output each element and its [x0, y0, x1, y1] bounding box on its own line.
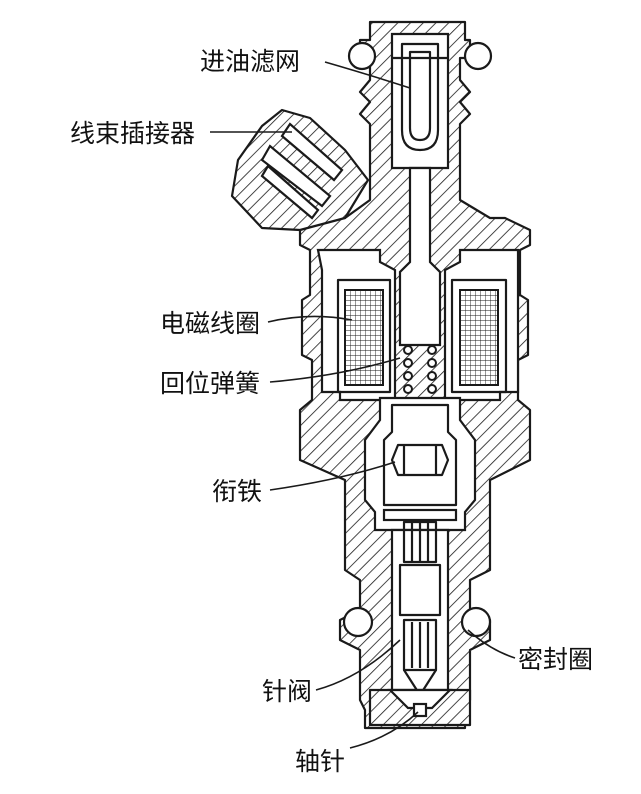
label-needle-valve: 针阀: [262, 677, 312, 706]
armature: [382, 403, 458, 522]
nozzle-tip: [368, 688, 472, 727]
injector-housing: [230, 20, 532, 730]
leader-lines: [210, 61, 516, 749]
label-pintle: 轴针: [295, 747, 345, 776]
label-return-spring: 回位弹簧: [160, 369, 260, 398]
needle-valve: [398, 520, 442, 697]
top-seal-left: [347, 41, 377, 71]
bottom-seal-left: [342, 606, 374, 638]
top-seal-right: [463, 41, 493, 71]
inlet-filter: [392, 42, 448, 152]
label-connector: 线束插接器: [70, 119, 195, 148]
label-seal-ring: 密封圈: [518, 645, 593, 674]
return-spring: [403, 345, 437, 394]
bottom-seal-right: [460, 606, 492, 638]
label-inlet-filter: 进油滤网: [200, 47, 300, 76]
label-coil: 电磁线圈: [160, 309, 260, 338]
label-armature: 衔铁: [212, 477, 262, 506]
solenoid-coil: [336, 278, 508, 394]
